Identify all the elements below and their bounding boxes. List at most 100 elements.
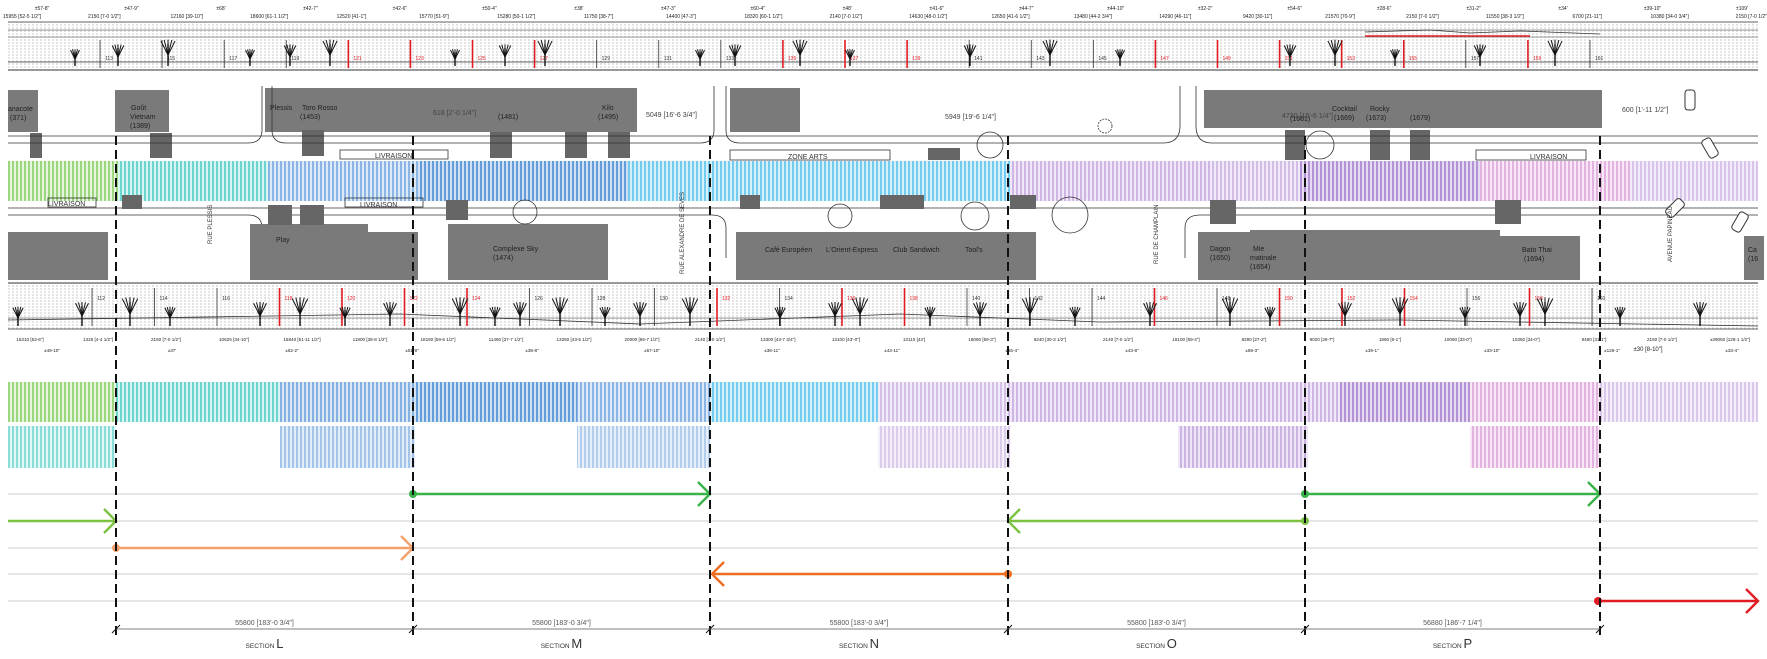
- tree-icon: [291, 297, 309, 326]
- dimension-label: 6700 [21-11"]: [1572, 14, 1602, 20]
- tree-icon: [1115, 49, 1125, 66]
- pole-number: 149: [1223, 56, 1232, 62]
- livraison-label: LIVRAISON: [360, 202, 397, 209]
- business-label: Complexe Sky: [493, 246, 539, 253]
- dimension-label: 9420 [30-11"]: [1243, 14, 1273, 20]
- tree-icon: [12, 306, 24, 326]
- pole-number: 160: [1597, 296, 1606, 302]
- section-length: 55800 [183'-0 3/4"]: [830, 620, 889, 627]
- building-south: [368, 232, 418, 280]
- section-label: SECTION M: [541, 636, 583, 651]
- business-label: Cocktail: [1332, 106, 1357, 113]
- pole-number: 143: [1036, 56, 1045, 62]
- tree-icon: [1473, 44, 1487, 66]
- dimension-label: ±57-10": [644, 348, 660, 353]
- pole-number: 118: [285, 296, 293, 302]
- dimension-label: 13100 [43'-0"]: [832, 337, 860, 342]
- dimension-label: 13250 [43-5 1/2"]: [556, 337, 591, 342]
- business-label: matinale: [1250, 255, 1277, 262]
- tree-icon: [1327, 39, 1343, 66]
- business-label: (16: [1748, 256, 1758, 263]
- tree-icon: [537, 39, 553, 66]
- business-label: (1453): [300, 114, 320, 121]
- dimension-label: ±39050 [128-1 1/2"]: [1710, 337, 1750, 342]
- section-length: 55800 [183'-0 3/4"]: [532, 620, 591, 627]
- arrow-green-3: [1006, 508, 1309, 534]
- tree-icon: [1069, 306, 1081, 326]
- pole-number: 113: [105, 56, 113, 62]
- tree-icon: [774, 306, 786, 326]
- pole-number: 119: [291, 56, 299, 62]
- tree-icon: [339, 306, 351, 326]
- dimension-label: 12160 [39-10"]: [170, 14, 203, 20]
- pole-number: 134: [785, 296, 794, 302]
- car-icon: [1684, 89, 1696, 111]
- plan-dimension: 5049 [16'-6 3/4"]: [646, 112, 697, 119]
- plan-dimension: 4730 [15'-6 1/4"]: [1282, 113, 1333, 120]
- bottom-dimension-row: 16310 [53-6"]1325 [4-4 1/2"]2150 [7-0 1/…: [16, 337, 1750, 353]
- zone-band-lavender: [1010, 161, 1210, 201]
- dimension-label: 12650 [41-6 1/2"]: [991, 14, 1030, 20]
- street-label-champlain: RUE DE CHAMPLAIN: [1154, 205, 1160, 264]
- dimension-label: ±39-10": [1644, 6, 1662, 12]
- pole-number: 115: [167, 56, 175, 62]
- business-label: Café Européen: [765, 247, 812, 254]
- dimension-label: 2150 [7-0 1/2"]: [88, 14, 121, 20]
- section-dividers: [111, 136, 1605, 640]
- tree-icon: [851, 297, 869, 326]
- business-label: Plessis: [270, 105, 293, 112]
- business-label: (1481): [498, 114, 518, 121]
- business-label: Ca: [1748, 247, 1757, 254]
- business-label: (371): [10, 115, 26, 122]
- dimension-label: 11800 [38-8 1/2"]: [353, 337, 388, 342]
- building-south: [448, 224, 608, 280]
- pole-number: 114: [160, 296, 168, 302]
- business-label: L'Orient-Express: [826, 247, 878, 254]
- dimension-label: 18320 [60-1 1/2"]: [744, 14, 783, 20]
- tree-icon: [924, 306, 936, 326]
- building-north: [1204, 90, 1494, 128]
- building-south: [8, 232, 108, 280]
- tree-icon: [1536, 297, 1554, 326]
- pole-number: 128: [597, 296, 606, 302]
- dimension-label: 14400 [47-3"]: [666, 14, 696, 20]
- pole-number: 161: [1595, 56, 1604, 62]
- business-label: Bato Thai: [1522, 247, 1552, 254]
- tree-icon: [599, 306, 611, 326]
- street-plan: RUE PLESSIS RUE ALEXANDRE DE SEVES RUE D…: [8, 86, 1764, 280]
- pole-number: 154: [1410, 296, 1419, 302]
- flow-arrows: [8, 481, 1760, 614]
- tree-icon: [728, 44, 742, 66]
- business-label: Toro Rosso: [302, 105, 338, 112]
- building-north: [730, 88, 800, 132]
- tree-icon: [1264, 306, 1276, 326]
- dimension-label: 1325 [4-4 1/2"]: [83, 337, 113, 342]
- building-south: [1744, 236, 1764, 280]
- tree-icon: [1547, 39, 1563, 66]
- dimension-label: ±44-10": [1107, 6, 1125, 12]
- pole-number: 131: [664, 56, 673, 62]
- street-label-alexandre: RUE ALEXANDRE DE SEVES: [680, 192, 686, 274]
- business-label: Kilo: [602, 105, 614, 112]
- dimension-label: 21570 [70-9"]: [1325, 14, 1355, 20]
- dimension-label: 18600 [61-1 1/2"]: [250, 14, 289, 20]
- dimension-label: ±62-2": [285, 348, 299, 353]
- section-length: 55800 [183'-0 3/4"]: [235, 620, 294, 627]
- pole-number: 132: [722, 296, 731, 302]
- dimension-label: 15770 [51-9"]: [419, 14, 449, 20]
- dimension-label: ±57-8": [35, 6, 50, 12]
- dimension-label: 10350 [34-0"]: [1512, 337, 1539, 342]
- dimension-label: 10380 [34-0 3/4"]: [1651, 14, 1690, 20]
- pole-number: 140: [972, 296, 981, 302]
- pole-number: 125: [478, 56, 487, 62]
- section-label: SECTION N: [839, 636, 879, 651]
- street-label-plessis: RUE PLESSIS: [208, 205, 214, 244]
- dimension-label: ±31-2": [1466, 6, 1481, 12]
- business-label: (1474): [493, 255, 513, 262]
- pole-number: 116: [222, 296, 230, 302]
- dimension-label: 18150 [59-6 1/2"]: [420, 337, 455, 342]
- section-label: SECTION P: [1433, 636, 1472, 651]
- business-label: Mie: [1253, 246, 1264, 253]
- business-label: Tool's: [965, 247, 983, 254]
